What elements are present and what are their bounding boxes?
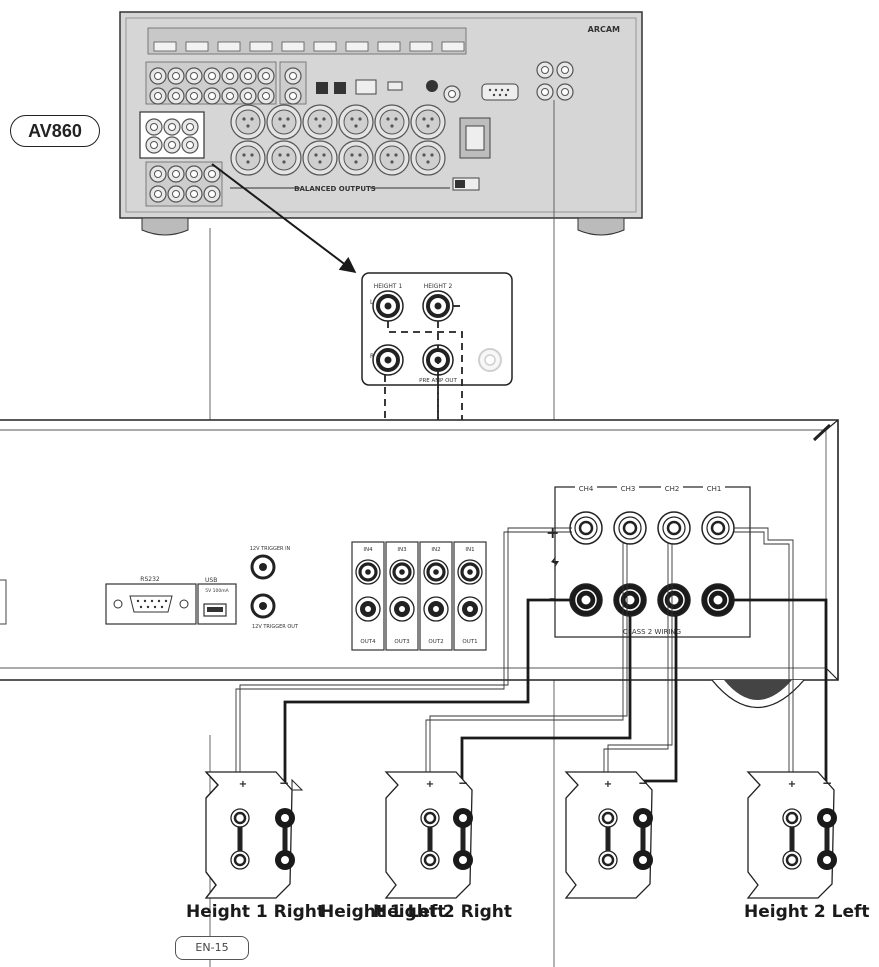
speaker-label-height-2-left: Height 2 Left xyxy=(744,902,870,922)
speaker-box-height-1-right: + − xyxy=(204,771,304,899)
speaker-box-height-2-left: + − xyxy=(746,771,837,899)
speaker-box-height-2-right: + − xyxy=(564,771,653,899)
speaker-label-height-2-right: Height 2 Right xyxy=(373,902,512,922)
svg-text:L: L xyxy=(370,299,374,306)
speaker-box-height-1-left: + − xyxy=(384,771,473,899)
speaker-wires xyxy=(235,527,828,792)
input-label-ch4: IN4 xyxy=(363,547,373,553)
amp-rca-strip: IN4 IN3 IN2 IN1 OUT4 OUT3 OUT2 OUT1 xyxy=(351,541,487,651)
minus-sign: − xyxy=(458,776,468,790)
svg-text:R: R xyxy=(370,353,374,360)
source-device-badge: AV860 xyxy=(10,115,100,147)
height-2-label: HEIGHT 2 xyxy=(424,283,453,290)
channel-header-ch4: CH4 xyxy=(579,485,594,493)
input-label-ch1: IN1 xyxy=(465,547,474,553)
page-number: EN-15 xyxy=(175,936,249,960)
trigger-out-label: 12V TRIGGER OUT xyxy=(252,624,299,630)
plus-sign: + xyxy=(426,779,434,790)
channel-header-ch2: CH2 xyxy=(665,485,680,493)
input-label-ch3: IN3 xyxy=(397,547,407,553)
brand-logo: ARCAM xyxy=(588,25,620,34)
output-label-ch2: OUT2 xyxy=(428,639,443,645)
usb-label: USB xyxy=(205,577,217,584)
rs232-label: RS232 xyxy=(140,576,160,583)
plus-sign: + xyxy=(239,779,247,790)
speaker-label-height-1-right: Height 1 Right xyxy=(186,902,325,922)
plus-terminal-sign: + xyxy=(546,523,559,542)
minus-sign: − xyxy=(638,776,648,790)
minus-sign: − xyxy=(822,776,832,790)
plus-sign: + xyxy=(788,779,796,790)
usb-spec: 5V 100mA xyxy=(205,588,229,594)
channel-header-ch3: CH3 xyxy=(621,485,636,493)
av860-rear-panel: ARCAM BALANCED OUTPUTS xyxy=(119,11,643,236)
minus-sign: − xyxy=(279,776,289,790)
hazard-bolt-icon xyxy=(551,556,559,569)
plus-sign: + xyxy=(604,779,612,790)
output-label-ch4: OUT4 xyxy=(360,639,376,645)
output-label-ch1: OUT1 xyxy=(462,639,477,645)
output-label-ch3: OUT3 xyxy=(394,639,410,645)
channel-header-ch1: CH1 xyxy=(707,485,722,493)
trigger-in-label: 12V TRIGGER IN xyxy=(250,546,291,552)
speaker-label-height-1-left: Height 1 Left xyxy=(320,902,446,922)
balanced-outputs-label: BALANCED OUTPUTS xyxy=(294,185,376,193)
minus-terminal-sign: - xyxy=(549,589,556,608)
height-1-label: HEIGHT 1 xyxy=(374,283,403,290)
class2-wiring-label: CLASS 2 WIRING xyxy=(623,628,681,636)
speaker-terminal-block: CH4 CH3 CH2 CH1 + - CLASS 2 WIRING xyxy=(546,482,751,638)
input-label-ch2: IN2 xyxy=(431,547,440,553)
zoom-arrow xyxy=(211,163,357,273)
amplifier-rear-panel: RS232 USB 5V 100mA 12V TRIGGER IN 12V TR… xyxy=(0,419,839,709)
preout-zoom-callout: HEIGHT 1 HEIGHT 2 PRE AMP OUT L R xyxy=(361,272,513,386)
